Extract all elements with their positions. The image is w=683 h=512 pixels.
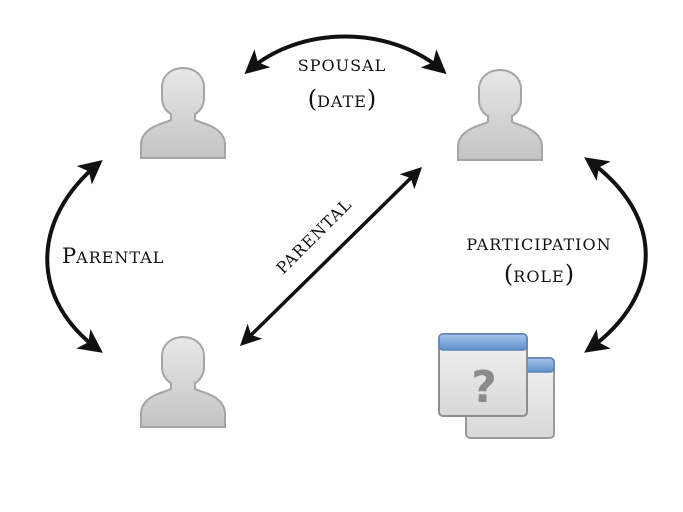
svg-text:(ROLE): (ROLE) bbox=[504, 260, 574, 288]
svg-text:PARTICIPATION: PARTICIPATION bbox=[466, 235, 611, 254]
person-top-left-icon bbox=[140, 67, 226, 159]
person-bottom-left-icon bbox=[140, 336, 226, 428]
spousal-label: SPOUSAL (DATE) bbox=[298, 56, 386, 113]
svg-text:SPOUSAL: SPOUSAL bbox=[298, 56, 386, 75]
svg-text:PARENTAL: PARENTAL bbox=[62, 244, 164, 268]
participation-arrow bbox=[584, 157, 648, 353]
svg-text:(DATE): (DATE) bbox=[308, 85, 377, 113]
participation-label: PARTICIPATION (ROLE) bbox=[466, 235, 611, 288]
parental-left-arrow bbox=[45, 159, 103, 353]
parental-left-label: PARENTAL bbox=[62, 244, 164, 268]
parental-diagonal-label: PARENTAL bbox=[273, 195, 356, 278]
svg-text:PARENTAL: PARENTAL bbox=[273, 195, 356, 278]
person-top-right-icon bbox=[457, 69, 543, 161]
unknown-window-icon: ? bbox=[438, 333, 555, 439]
parental-diagonal-arrow bbox=[240, 167, 422, 346]
question-mark-glyph: ? bbox=[471, 362, 497, 413]
spousal-arrow bbox=[244, 34, 447, 75]
